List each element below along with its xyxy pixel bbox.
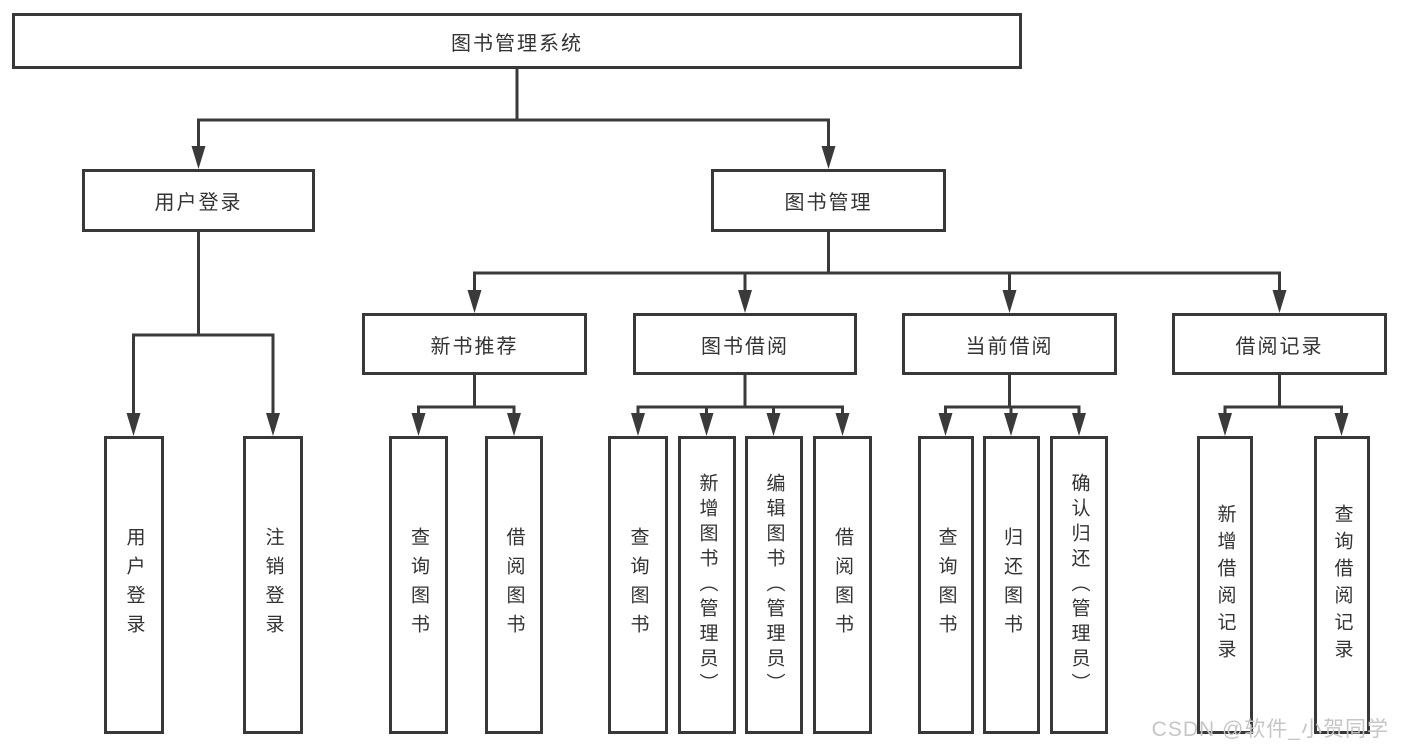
leaf-confirm-return-admin: 确认归还（管理员） <box>1050 436 1108 734</box>
leaf-query-books-recommend: 查询图书 <box>389 436 448 734</box>
leaf-add-books-admin: 新增图书（管理员） <box>678 436 736 734</box>
node-library-management-system: 图书管理系统 <box>12 13 1022 69</box>
node-current-borrowing: 当前借阅 <box>902 313 1117 375</box>
node-borrowing-records: 借阅记录 <box>1172 313 1387 375</box>
csdn-watermark: CSDN @软件_小贺同学 <box>1151 718 1389 741</box>
node-book-borrowing: 图书借阅 <box>633 313 857 375</box>
leaf-logout: 注销登录 <box>243 436 303 734</box>
leaf-borrow-books-borrowing: 借阅图书 <box>813 436 872 734</box>
leaf-borrow-books-recommend: 借阅图书 <box>485 436 543 734</box>
leaf-query-borrowing-record: 查询借阅记录 <box>1314 436 1370 734</box>
leaf-return-books: 归还图书 <box>983 436 1040 734</box>
leaf-add-borrowing-record: 新增借阅记录 <box>1197 436 1253 734</box>
leaf-edit-books-admin: 编辑图书（管理员） <box>745 436 803 734</box>
leaf-query-books-borrowing: 查询图书 <box>608 436 668 734</box>
leaf-query-books-current: 查询图书 <box>918 436 974 734</box>
node-book-management: 图书管理 <box>711 169 946 232</box>
node-new-book-recommendation: 新书推荐 <box>362 313 587 375</box>
leaf-user-login: 用户登录 <box>104 436 164 734</box>
node-user-login: 用户登录 <box>82 169 315 232</box>
